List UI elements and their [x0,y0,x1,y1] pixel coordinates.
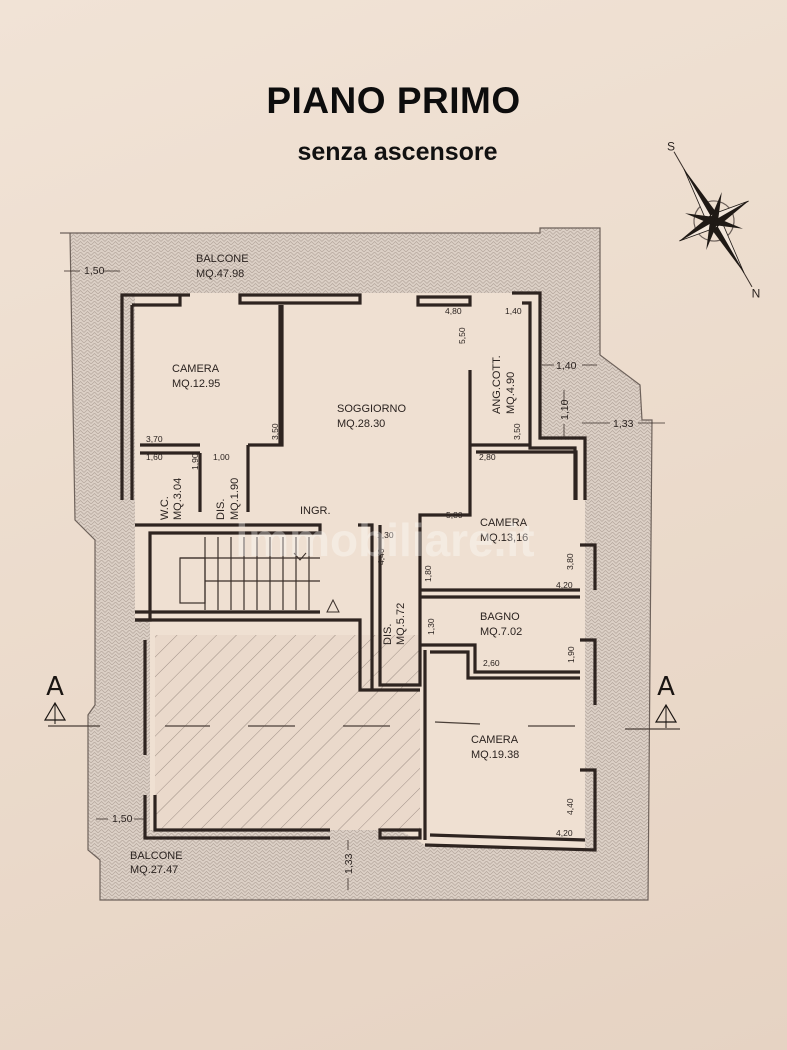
svg-text:1,50: 1,50 [112,813,133,825]
svg-text:4,20: 4,20 [556,828,573,838]
compass-rose-icon: S N [667,140,761,301]
staircase [179,537,340,613]
interior-floor [122,293,585,850]
camera2-area: MQ.13,16 [480,532,528,544]
balcone-bottom-name: BALCONE [130,850,183,862]
page-title: PIANO PRIMO [266,80,521,121]
dimension-labels: 1,50 3,70 3,50 1,60 1,90 1,00 4,80 5,50 … [64,265,665,890]
ingresso-label: INGR. [300,505,331,517]
svg-text:2,80: 2,80 [479,452,496,462]
svg-text:4,20: 4,20 [556,580,573,590]
page-subtitle: senza ascensore [297,138,498,166]
balcone-bottom-area: MQ.27.47 [130,864,178,876]
dis2-area: MQ.5.72 [395,603,407,645]
svg-text:4,80: 4,80 [445,306,462,316]
svg-text:1,30: 1,30 [426,618,436,635]
angcott-area: MQ.4.90 [505,372,517,414]
svg-text:1,90: 1,90 [190,453,200,470]
svg-text:5,80: 5,80 [446,510,463,520]
watermark: immobiliare.it [235,514,534,566]
svg-text:3,70: 3,70 [146,434,163,444]
section-cut-lines [48,721,680,730]
svg-text:5,50: 5,50 [457,327,467,344]
bagno-name: BAGNO [480,611,520,623]
compass-south-label: S [667,140,675,154]
dis1-name: DIS. [215,499,227,520]
wc-name: W.C. [159,496,171,520]
dis1-area: MQ.1.90 [229,478,241,520]
svg-text:1,80: 1,80 [423,565,433,582]
svg-text:3,50: 3,50 [512,423,522,440]
svg-text:1,60: 1,60 [146,452,163,462]
svg-text:3,80: 3,80 [565,553,575,570]
svg-text:1,00: 1,00 [213,452,230,462]
svg-text:1,90: 1,90 [566,646,576,663]
svg-text:1,33: 1,33 [613,418,634,430]
camera3-area: MQ.19.38 [471,749,519,761]
section-marker-right: A [654,672,678,728]
svg-text:1,30: 1,30 [377,530,394,540]
svg-text:2,60: 2,60 [483,658,500,668]
soggiorno-name: SOGGIORNO [337,403,407,415]
camera2-name: CAMERA [480,517,528,529]
camera1-area: MQ.12.95 [172,378,220,390]
dim-balcone-top-width: 1,50 [84,265,105,277]
walls [120,291,597,852]
soggiorno-area: MQ.28.30 [337,418,385,430]
wc-area: MQ.3.04 [172,478,184,520]
svg-text:4,40: 4,40 [565,798,575,815]
compass-north-label: N [752,287,761,301]
svg-text:A: A [657,672,675,702]
dis2-name: DIS. [382,624,394,645]
camera1-name: CAMERA [172,363,220,375]
angcott-name: ANG.COTT. [491,355,503,414]
balcone-top-name: BALCONE [196,253,249,265]
bagno-area: MQ.7.02 [480,626,522,638]
section-marker-left: A [43,672,67,724]
room-labels: BALCONE MQ.47.98 CAMERA MQ.12.95 SOGGIOR… [130,253,528,876]
svg-text:1,10: 1,10 [559,399,571,420]
balcone-top-area: MQ.47.98 [196,268,244,280]
svg-text:1,40: 1,40 [556,360,577,372]
svg-text:A: A [46,672,64,702]
svg-text:3,50: 3,50 [270,423,280,440]
svg-text:4,40: 4,40 [376,548,386,565]
svg-text:1,40: 1,40 [505,306,522,316]
svg-text:1,33: 1,33 [343,853,355,874]
camera3-name: CAMERA [471,734,519,746]
